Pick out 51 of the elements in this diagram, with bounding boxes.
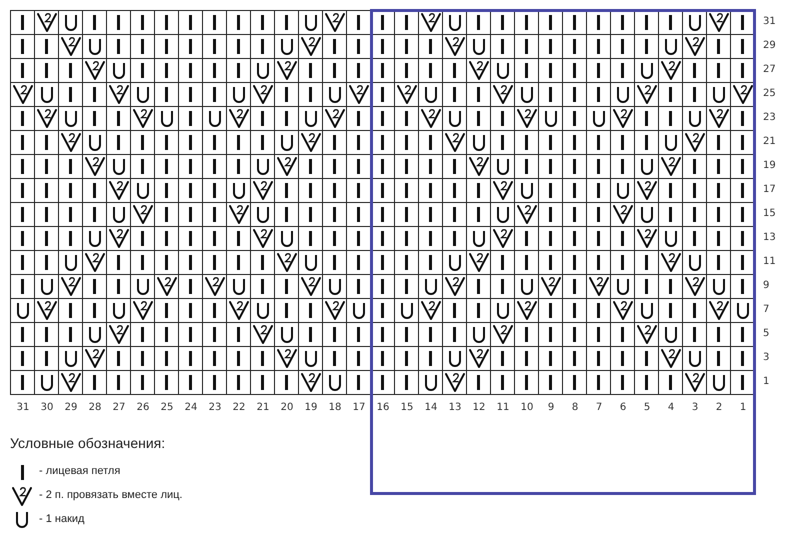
legend-heading: Условные обозначения:: [10, 435, 166, 451]
row-number: 13: [763, 232, 776, 244]
column-number: 2: [716, 402, 722, 414]
row-number: 27: [763, 64, 776, 76]
row-number: 31: [763, 16, 776, 28]
column-number: 22: [232, 402, 246, 414]
row-number: 17: [763, 184, 776, 196]
column-number: 28: [88, 402, 102, 414]
column-number: 9: [548, 402, 554, 414]
column-number: 12: [472, 402, 486, 414]
legend-label: - 2 п. провязать вместе лиц.: [39, 489, 182, 502]
row-number: 23: [763, 112, 776, 124]
row-number: 5: [763, 328, 770, 340]
row-number: 11: [763, 256, 776, 268]
column-number: 14: [424, 402, 438, 414]
column-number: 15: [400, 402, 414, 414]
column-number: 31: [16, 402, 30, 414]
column-number: 5: [644, 402, 650, 414]
column-number: 3: [692, 402, 698, 414]
column-number: 26: [136, 402, 150, 414]
column-number: 23: [208, 402, 222, 414]
column-number: 18: [328, 402, 342, 414]
column-number: 20: [280, 402, 294, 414]
row-number: 25: [763, 88, 776, 100]
row-number: 15: [763, 208, 776, 220]
row-number: 21: [763, 136, 776, 148]
column-number: 6: [620, 402, 626, 414]
legend-label: - лицевая петля: [39, 465, 120, 478]
column-number: 24: [184, 402, 198, 414]
column-number: 29: [64, 402, 78, 414]
row-number: 19: [763, 160, 776, 172]
row-number: 9: [763, 280, 770, 292]
column-number: 21: [256, 402, 270, 414]
row-number: 7: [763, 304, 770, 316]
column-number: 16: [376, 402, 390, 414]
row-number: 1: [763, 376, 770, 388]
column-number: 30: [40, 402, 54, 414]
column-number: 4: [668, 402, 674, 414]
column-number: 10: [520, 402, 534, 414]
column-number: 17: [352, 402, 366, 414]
column-number: 7: [596, 402, 602, 414]
column-number: 8: [572, 402, 578, 414]
column-number: 25: [160, 402, 174, 414]
column-number: 11: [496, 402, 510, 414]
legend-label: - 1 накид: [39, 513, 84, 526]
row-number: 29: [763, 40, 776, 52]
column-number: 27: [112, 402, 126, 414]
column-number: 19: [304, 402, 318, 414]
column-number: 13: [448, 402, 462, 414]
column-number: 1: [740, 402, 746, 414]
row-number: 3: [763, 352, 770, 364]
